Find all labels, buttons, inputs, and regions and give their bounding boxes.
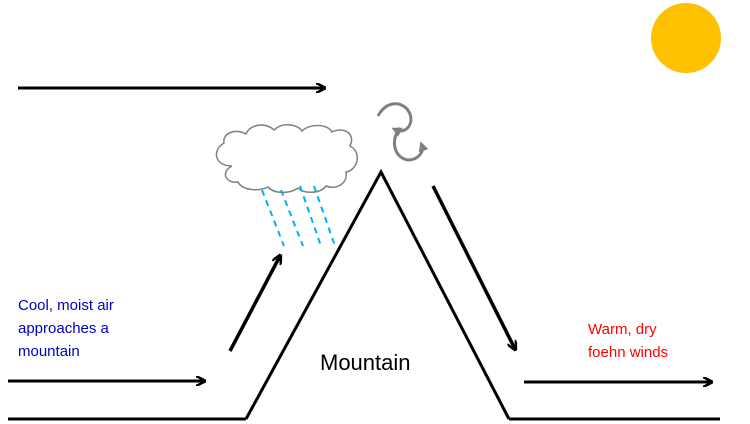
sun-icon (651, 3, 721, 73)
cool-label-line-1: Cool, moist air (18, 297, 114, 314)
descending-air-arrow (431, 185, 515, 349)
cool-label-line-2: approaches a (18, 320, 109, 337)
turbulence-swirl-icon (376, 102, 429, 162)
warm-label-line-2: foehn winds (588, 344, 669, 361)
rain-icon (261, 185, 336, 247)
cool-moist-air-label: Cool, moist air approaches a mountain (18, 294, 114, 363)
warm-dry-winds-label: Warm, dry foehn winds (588, 318, 668, 364)
cloud-icon (215, 124, 358, 194)
mountain-outline (244, 168, 511, 420)
warm-label-line-1: Warm, dry (588, 321, 657, 338)
rising-air-arrow (228, 256, 280, 352)
mountain-label: Mountain (320, 350, 411, 375)
cool-label-line-3: mountain (18, 343, 80, 360)
